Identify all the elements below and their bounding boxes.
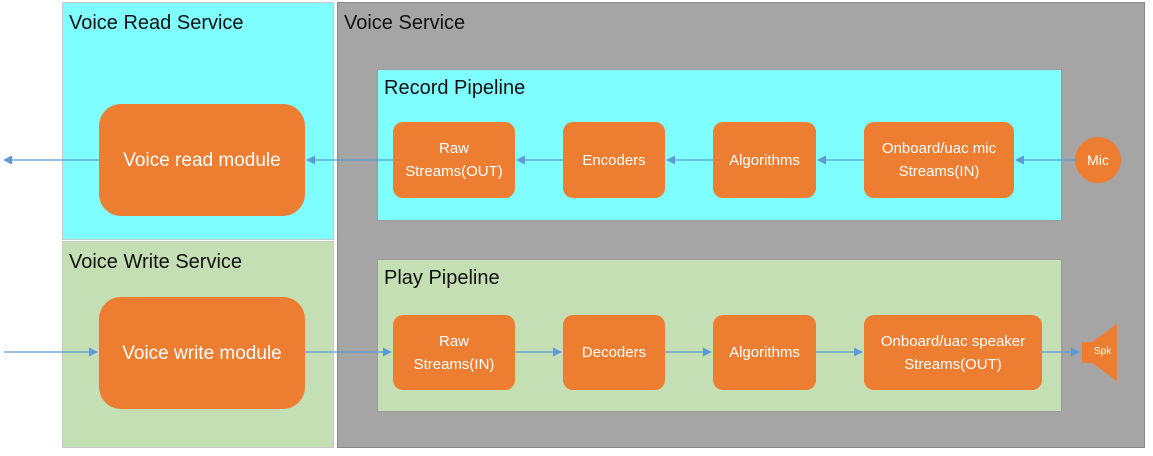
speaker-icon xyxy=(1082,324,1117,381)
play-raw-streams-box: Raw Streams(IN) xyxy=(393,315,515,390)
voice-write-module-label: Voice write module xyxy=(122,342,282,364)
decoders-label: Decoders xyxy=(581,344,647,361)
play-pipeline-title: Play Pipeline xyxy=(384,267,500,289)
encoders-box: Encoders xyxy=(563,122,665,198)
voice-read-module-label: Voice read module xyxy=(123,149,281,171)
encoders-label: Encoders xyxy=(582,151,646,169)
mic-label: Mic xyxy=(1087,152,1109,168)
play-algorithms-box: Algorithms xyxy=(713,315,816,390)
record-pipeline-title: Record Pipeline xyxy=(384,77,526,99)
play-algorithms-label: Algorithms xyxy=(729,344,800,361)
spk-label: Spk xyxy=(1094,346,1112,357)
record-raw-streams-box: Raw Streams(OUT) xyxy=(393,122,515,198)
voice-read-service-title: Voice Read Service xyxy=(69,12,244,34)
onboard-speaker-label: Onboard/uac speaker Streams(OUT) xyxy=(880,332,1026,373)
decoders-box: Decoders xyxy=(563,315,665,390)
voice-write-module: Voice write module xyxy=(99,297,305,409)
voice-service-title: Voice Service xyxy=(344,12,466,34)
record-raw-streams-label: Raw Streams(OUT) xyxy=(405,140,503,180)
record-algorithms-box: Algorithms xyxy=(713,122,816,198)
onboard-mic-box: Onboard/uac mic Streams(IN) xyxy=(864,122,1014,198)
onboard-speaker-box: Onboard/uac speaker Streams(OUT) xyxy=(864,315,1042,390)
onboard-mic-label: Onboard/uac mic Streams(IN) xyxy=(881,140,997,180)
voice-write-service-title: Voice Write Service xyxy=(69,251,243,273)
mic-circle: Mic xyxy=(1075,137,1121,183)
play-raw-streams-label: Raw Streams(IN) xyxy=(413,332,495,373)
voice-read-module: Voice read module xyxy=(99,104,305,216)
record-algorithms-label: Algorithms xyxy=(729,151,800,169)
